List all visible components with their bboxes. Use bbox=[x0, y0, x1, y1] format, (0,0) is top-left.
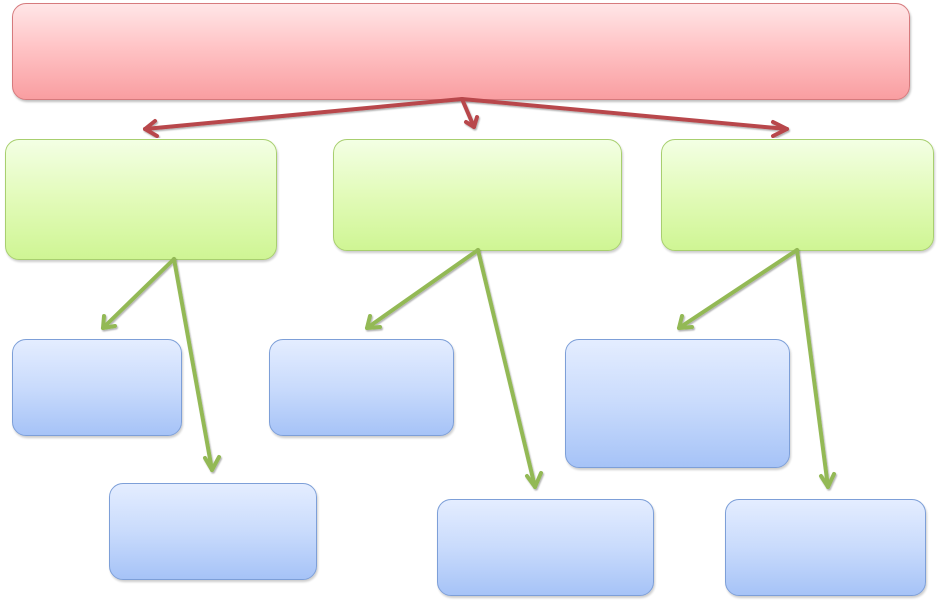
level2-node-5 bbox=[565, 339, 790, 468]
arrow-l1-2-to-l2-4 bbox=[476, 248, 543, 489]
arrow-l1-2-to-l2-3 bbox=[365, 248, 480, 330]
arrow-l1-3-to-l2-5 bbox=[677, 248, 799, 330]
level2-node-2 bbox=[109, 483, 317, 580]
arrow-root-to-level1-2 bbox=[460, 97, 479, 129]
arrow-l1-1-to-l2-2 bbox=[172, 257, 221, 472]
arrow-l1-1-to-l2-1 bbox=[101, 257, 176, 330]
level2-node-3 bbox=[269, 339, 454, 436]
arrow-root-to-level1-1 bbox=[143, 97, 464, 138]
arrow-root-to-level1-3 bbox=[460, 97, 789, 138]
level2-node-1 bbox=[12, 339, 182, 436]
root-node bbox=[12, 3, 910, 100]
arrow-l1-3-to-l2-6 bbox=[795, 248, 836, 489]
level2-node-6 bbox=[725, 499, 926, 596]
level1-node-3 bbox=[661, 139, 934, 251]
level1-node-1 bbox=[5, 139, 277, 260]
level2-node-4 bbox=[437, 499, 654, 596]
